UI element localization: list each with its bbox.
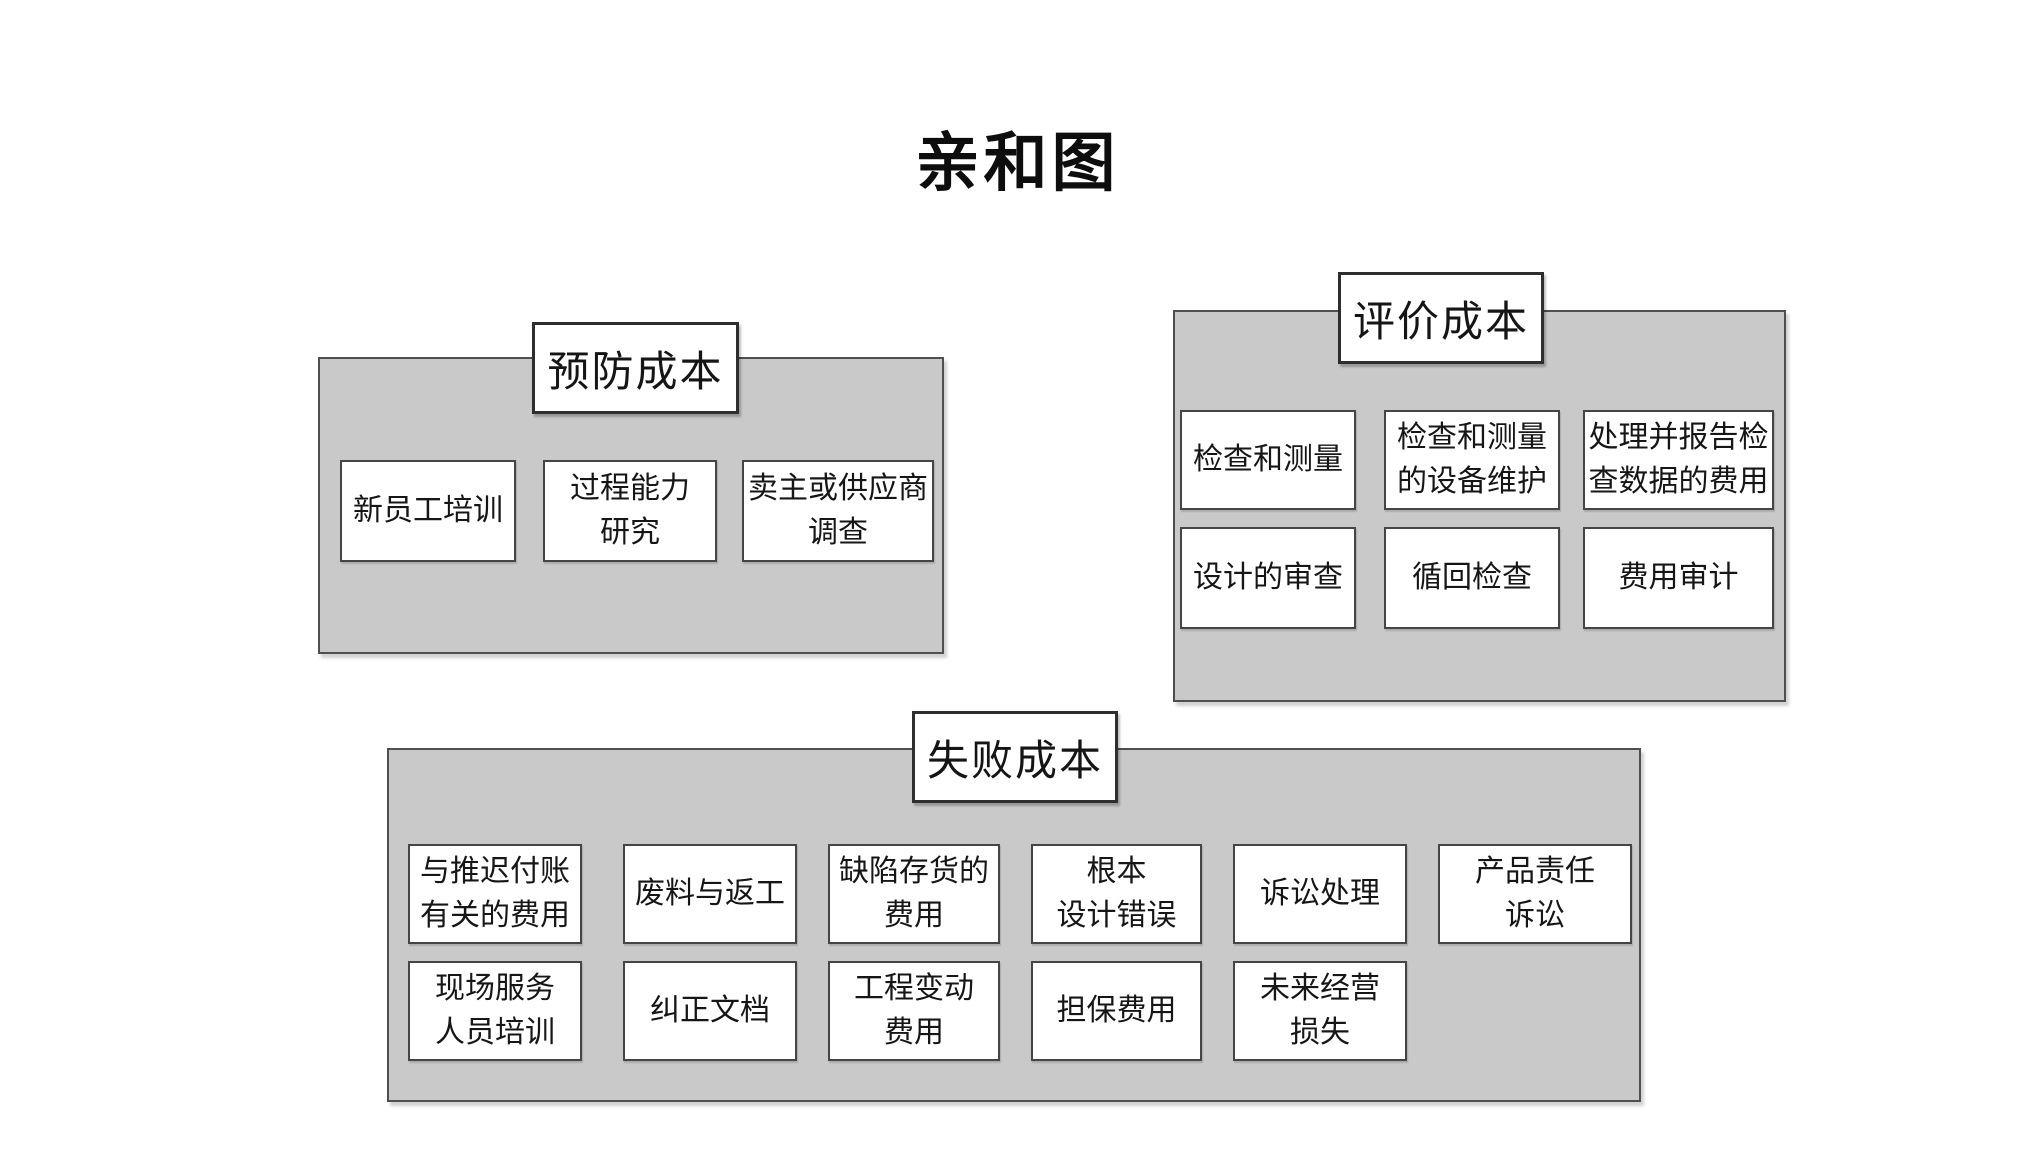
affinity-note-text: 循回检查 [1412,561,1532,594]
affinity-note-text: 费用 [884,1016,944,1049]
affinity-note-text: 设计错误 [1056,899,1177,932]
affinity-note-text: 现场服务 [435,972,555,1005]
affinity-note-failure-4: 根本设计错误 [1031,844,1202,944]
affinity-note-text: 担保费用 [1056,994,1177,1027]
affinity-note-text: 处理并报告检 [1588,421,1769,454]
affinity-note-text: 检查和测量 [1397,421,1547,454]
panel-appraisal: 评价成本 检查和测量检查和测量的设备维护处理并报告检查数据的费用设计的审查循回检… [1173,272,1786,702]
affinity-note-failure-3: 缺陷存货的费用 [828,844,1000,944]
affinity-note-failure-1: 与推迟付账有关的费用 [408,844,582,944]
affinity-note-text: 有关的费用 [420,899,570,932]
affinity-note-text: 检查和测量 [1193,443,1343,476]
affinity-note-failure-6: 产品责任诉讼 [1438,844,1632,944]
affinity-note-failure-8: 纠正文档 [623,961,797,1061]
affinity-note-text: 费用 [884,899,944,932]
affinity-note-text: 研究 [600,516,660,549]
affinity-note-text: 新员工培训 [353,494,503,527]
affinity-note-failure-9: 工程变动费用 [828,961,1000,1061]
affinity-note-text: 产品责任 [1475,855,1595,888]
affinity-note-text: 诉讼 [1505,899,1565,932]
affinity-note-text: 根本 [1086,855,1147,888]
panel-prevention-label-text: 预防成本 [547,347,724,395]
panel-failure-label: 失败成本 [912,711,1118,803]
affinity-note-text: 设计的审查 [1193,561,1343,594]
affinity-note-prevention-2: 过程能力研究 [543,460,717,562]
affinity-note-appraisal-5: 循回检查 [1384,527,1560,629]
affinity-note-failure-7: 现场服务人员培训 [408,961,582,1061]
panel-failure-label-text: 失败成本 [926,736,1103,784]
affinity-note-text: 的设备维护 [1397,465,1547,498]
affinity-note-text: 废料与返工 [635,877,785,910]
affinity-note-text: 过程能力 [570,472,690,505]
affinity-note-text: 缺陷存货的 [839,855,989,888]
affinity-note-failure-10: 担保费用 [1031,961,1202,1061]
affinity-note-failure-5: 诉讼处理 [1233,844,1407,944]
affinity-note-text: 未来经营 [1260,972,1380,1005]
affinity-note-text: 人员培训 [435,1016,555,1049]
panel-prevention: 预防成本 新员工培训过程能力研究卖主或供应商调查 [318,322,944,654]
affinity-note-appraisal-6: 费用审计 [1583,527,1774,629]
panel-prevention-label: 预防成本 [532,322,739,414]
affinity-note-text: 费用审计 [1618,561,1739,594]
affinity-note-failure-2: 废料与返工 [623,844,797,944]
affinity-note-text: 损失 [1290,1016,1350,1049]
affinity-note-text: 与推迟付账 [420,855,570,888]
affinity-note-text: 卖主或供应商 [748,472,928,505]
affinity-note-text: 调查 [808,516,868,549]
affinity-note-text: 诉讼处理 [1260,877,1380,910]
affinity-note-appraisal-2: 检查和测量的设备维护 [1384,410,1560,510]
affinity-note-prevention-1: 新员工培训 [340,460,516,562]
panel-failure: 失败成本 与推迟付账有关的费用废料与返工缺陷存货的费用根本设计错误诉讼处理产品责… [387,711,1641,1102]
affinity-note-text: 查数据的费用 [1588,465,1769,498]
panel-appraisal-label-text: 评价成本 [1352,297,1529,345]
affinity-note-prevention-3: 卖主或供应商调查 [742,460,934,562]
panel-appraisal-label: 评价成本 [1338,272,1544,364]
affinity-note-appraisal-1: 检查和测量 [1180,410,1356,510]
affinity-note-appraisal-4: 设计的审查 [1180,527,1356,629]
diagram-title: 亲和图 [915,127,1120,199]
affinity-note-text: 工程变动 [854,972,974,1005]
affinity-note-text: 纠正文档 [650,994,770,1027]
affinity-note-appraisal-3: 处理并报告检查数据的费用 [1583,410,1774,510]
affinity-note-failure-11: 未来经营损失 [1233,961,1407,1061]
